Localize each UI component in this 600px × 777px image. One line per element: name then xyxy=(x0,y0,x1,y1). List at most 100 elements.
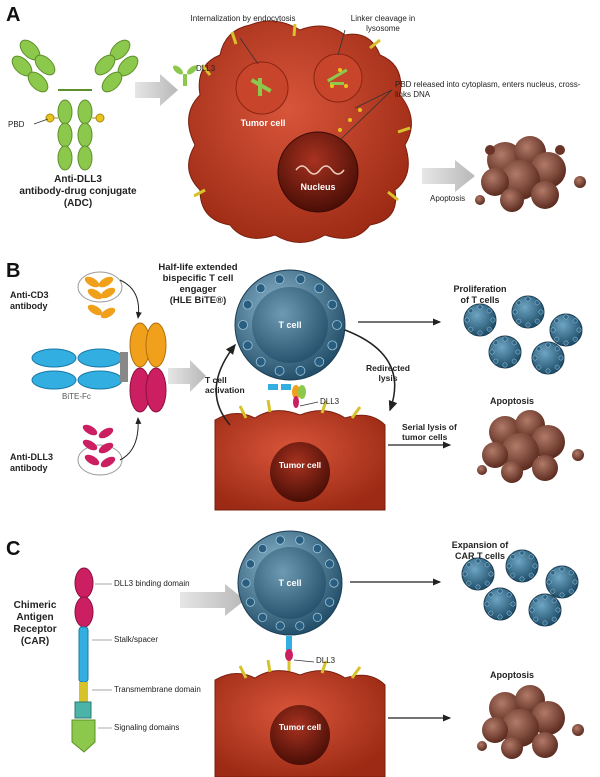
small-t-cell-receptor xyxy=(534,318,540,324)
serial-lysis-line2: tumor cells xyxy=(402,432,448,442)
stalk-spacer-label: Stalk/spacer xyxy=(114,635,159,644)
small-t-cell-receptor xyxy=(572,336,578,342)
tcell-receptor-dot xyxy=(245,559,255,569)
apoptotic-cell-b xyxy=(477,410,584,483)
small-t-cell-receptor xyxy=(510,572,516,578)
tcell-receptor-dot xyxy=(327,299,338,310)
redirected-line1: Redirected xyxy=(366,363,410,373)
dll3-binding-domain-label: DLL3 binding domain xyxy=(114,579,190,588)
anti-dll3-line2: antibody xyxy=(10,463,48,473)
proliferation-line1: Proliferation xyxy=(453,284,507,294)
small-t-cell-receptor xyxy=(486,308,492,314)
small-t-cell-receptor xyxy=(477,304,483,310)
small-t-cell-receptor xyxy=(554,364,560,370)
tcell-receptor-dot xyxy=(275,535,285,545)
expanding-car-t-cells xyxy=(461,549,579,627)
car-line2: Antigen xyxy=(16,612,54,623)
small-t-cell-receptor xyxy=(475,558,481,564)
small-t-cell-receptor xyxy=(489,349,495,355)
adc-antibody xyxy=(11,39,139,171)
small-t-cell-receptor xyxy=(512,309,518,315)
internalization-label: Internalization by endocytosis xyxy=(190,14,296,23)
tcell-receptor-dot xyxy=(314,356,325,367)
tcell-receptor-dot xyxy=(325,559,335,569)
anti-dll3-antibody xyxy=(77,424,123,476)
tcell-receptor-dot xyxy=(242,340,253,351)
adc-label: Anti-DLL3 antibody-drug conjugate (ADC) xyxy=(8,174,148,210)
tcell-receptor-dot xyxy=(312,612,323,623)
small-t-cell-receptor xyxy=(572,579,578,585)
dll3-label-b: DLL3 xyxy=(320,397,340,406)
car-construct xyxy=(71,567,96,753)
transmembrane-domain-label: Transmembrane domain xyxy=(114,685,201,694)
dll3-label-a: DLL3 xyxy=(196,64,216,73)
small-t-cell-receptor xyxy=(511,340,517,346)
small-t-cell-receptor xyxy=(490,317,496,323)
dll3-receptors-a xyxy=(193,23,411,202)
small-t-cell-receptor xyxy=(536,346,542,352)
anti-dll3-label: Anti-DLL3 antibody xyxy=(10,452,53,474)
tcell-receptor-dot xyxy=(332,320,342,330)
proliferation-line2: of T cells xyxy=(460,295,500,305)
apoptosis-arrow-a xyxy=(422,160,475,192)
adc-label-line3: (ADC) xyxy=(63,198,93,209)
bite-fc xyxy=(31,348,128,390)
panel-c xyxy=(71,530,584,777)
small-t-cell-receptor xyxy=(529,607,535,613)
tcell-receptor-dot xyxy=(295,274,306,285)
apoptotic-cell-a xyxy=(475,136,586,212)
small-t-cell-receptor xyxy=(568,570,574,576)
small-t-cell-receptor xyxy=(511,358,517,364)
hle-line4: (HLE BiTE®) xyxy=(169,295,227,306)
small-t-cell-receptor xyxy=(462,571,468,577)
small-t-cell-receptor xyxy=(551,616,557,622)
tcell-receptor-dot xyxy=(325,597,335,607)
small-t-cell-receptor xyxy=(525,322,531,328)
tcell-receptor-dot xyxy=(327,340,338,351)
small-t-cell-receptor xyxy=(542,594,548,600)
small-t-cell-receptor xyxy=(484,580,490,586)
car-synapse xyxy=(285,636,293,676)
car-line3: Receptor xyxy=(13,624,57,635)
small-t-cell-receptor xyxy=(534,300,540,306)
small-t-cell-receptor xyxy=(506,592,512,598)
tcell-receptor-dot xyxy=(255,283,266,294)
t-cell-c-receptors xyxy=(241,535,339,631)
small-t-cell-receptor xyxy=(516,318,522,324)
small-t-cell-receptor xyxy=(551,598,557,604)
small-t-cell-receptor xyxy=(468,326,474,332)
small-t-cell-receptor xyxy=(568,588,574,594)
dna-icon xyxy=(295,165,345,175)
anti-cd3-line1: Anti-CD3 xyxy=(10,290,49,300)
small-t-cell-receptor xyxy=(563,314,569,320)
tumor-cell-label-a: Tumor cell xyxy=(240,118,286,128)
small-t-cell-receptor xyxy=(464,317,470,323)
panel-b-letter: B xyxy=(6,260,21,282)
proliferation-label: Proliferation of T cells xyxy=(432,284,528,306)
bite-fc-label: BiTE-Fc xyxy=(62,392,91,401)
bite-synapse xyxy=(268,384,306,408)
tumor-cell-label-b: Tumor cell xyxy=(278,460,322,470)
t-cell-label-c: T cell xyxy=(278,578,302,588)
nucleus-label: Nucleus xyxy=(300,182,336,192)
tcell-receptor-dot xyxy=(329,578,339,588)
panel-c-letter: C xyxy=(6,538,21,560)
small-t-cell-receptor xyxy=(554,318,560,324)
small-t-cell-receptor xyxy=(525,296,531,302)
tcell-receptor-dot xyxy=(314,283,325,294)
tcell-receptor-dot xyxy=(274,274,285,285)
signaling-domains-label: Signaling domains xyxy=(114,723,180,732)
panel-b xyxy=(31,269,584,511)
small-t-cell-receptor xyxy=(558,355,564,361)
small-t-cell-receptor xyxy=(538,309,544,315)
small-t-cell-receptor xyxy=(532,563,538,569)
t-cell-activation-label: T cell activation xyxy=(205,375,245,395)
small-t-cell-receptor xyxy=(497,614,503,620)
hle-line2: bispecific T cell xyxy=(162,273,234,284)
tcell-receptor-dot xyxy=(312,543,323,554)
tcell-receptor-dot xyxy=(274,365,285,376)
anti-cd3-line2: antibody xyxy=(10,301,48,311)
tcell-receptor-dot xyxy=(295,365,306,376)
small-t-cell-receptor xyxy=(506,563,512,569)
